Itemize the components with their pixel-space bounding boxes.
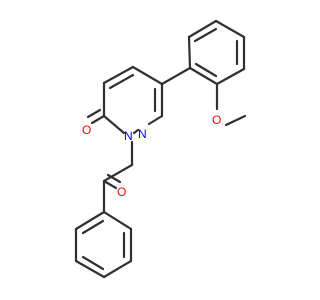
bond: [215, 67, 246, 86]
bond: [81, 255, 105, 271]
bond: [90, 114, 106, 125]
bond: [102, 114, 126, 135]
molecule-structure: O N N O O: [74, 19, 247, 279]
bond: [102, 210, 133, 231]
bond: [102, 65, 135, 85]
bond: [108, 73, 135, 90]
bond: [102, 259, 133, 279]
bond: [194, 62, 218, 78]
bond: [147, 114, 164, 126]
bond: [188, 66, 219, 86]
bond: [81, 219, 105, 235]
bond: [131, 65, 164, 86]
bond-group: [74, 19, 247, 279]
bond: [224, 114, 247, 127]
bond: [74, 259, 106, 279]
atom-label-group: O N N O O: [82, 113, 221, 199]
atom-label-oxygen: O: [212, 113, 221, 127]
bond: [106, 173, 122, 184]
bond: [193, 27, 218, 43]
atom-label-nitrogen: N: [124, 129, 133, 143]
bond: [74, 210, 106, 231]
bond: [187, 19, 218, 39]
atom-label-oxygen: O: [117, 185, 126, 199]
bond: [102, 179, 118, 190]
bond: [86, 108, 102, 119]
bond: [160, 66, 192, 86]
bond: [102, 163, 134, 183]
atom-label-nitrogen: N: [138, 127, 147, 141]
bond: [132, 128, 140, 135]
bond: [187, 35, 192, 70]
atom-label-oxygen: O: [82, 123, 91, 137]
bond: [214, 19, 246, 39]
structure-canvas: O N N O O: [74, 19, 247, 279]
